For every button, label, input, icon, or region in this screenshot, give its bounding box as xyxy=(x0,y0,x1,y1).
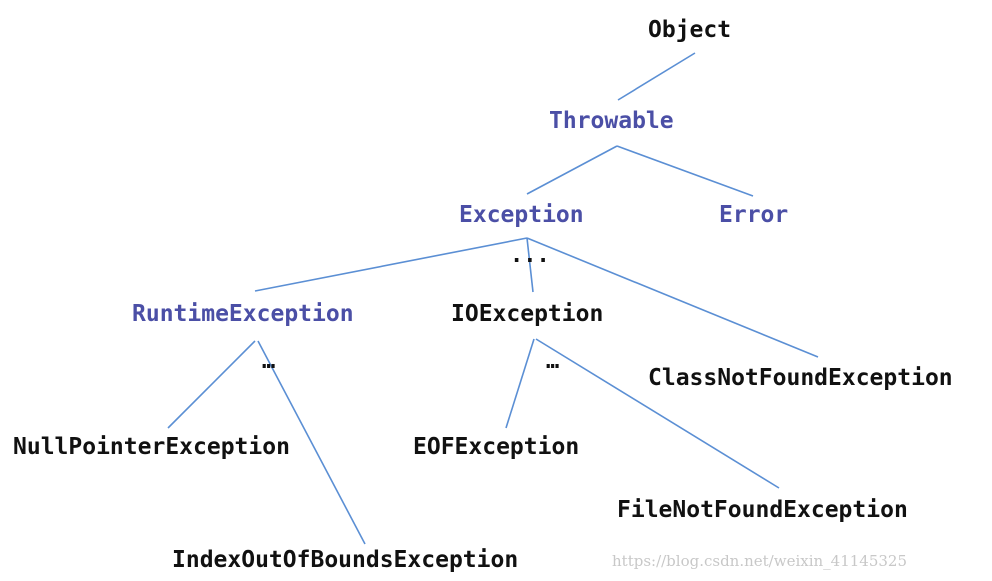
watermark-url: https://blog.csdn.net/weixin_41145325 xyxy=(612,552,908,570)
edge-object-throwable xyxy=(617,52,696,101)
edge-ioexception-filenotfoundexception xyxy=(535,338,780,489)
edge-exception-runtimeexception xyxy=(254,237,528,292)
node-filenotfoundexception: FileNotFoundException xyxy=(617,497,908,523)
node-object: Object xyxy=(648,17,732,43)
ellipsis-ioexception-children: … xyxy=(546,349,560,374)
node-eofexception: EOFException xyxy=(413,434,580,460)
edge-ioexception-eofexception xyxy=(505,338,535,429)
node-indexoutofboundsexception: IndexOutOfBoundsException xyxy=(172,547,519,573)
edge-throwable-exception xyxy=(526,145,618,195)
edge-runtimeexception-nullpointerexception xyxy=(167,340,256,429)
edge-exception-ioexception xyxy=(526,237,534,293)
edge-runtimeexception-indexoutofboundsexception xyxy=(257,340,366,545)
node-throwable: Throwable xyxy=(549,108,674,134)
node-error: Error xyxy=(719,202,789,228)
node-classnotfoundexception: ClassNotFoundException xyxy=(648,365,953,391)
node-runtimeexception: RuntimeException xyxy=(132,301,354,327)
ellipsis-exception-children: ... xyxy=(510,243,550,268)
node-ioexception: IOException xyxy=(451,301,604,327)
ellipsis-runtimeexception-children: … xyxy=(262,349,276,374)
node-exception: Exception xyxy=(459,202,584,228)
edge-throwable-error xyxy=(616,145,754,197)
node-nullpointerexception: NullPointerException xyxy=(13,434,290,460)
edge-exception-classnotfoundexception xyxy=(526,237,819,358)
